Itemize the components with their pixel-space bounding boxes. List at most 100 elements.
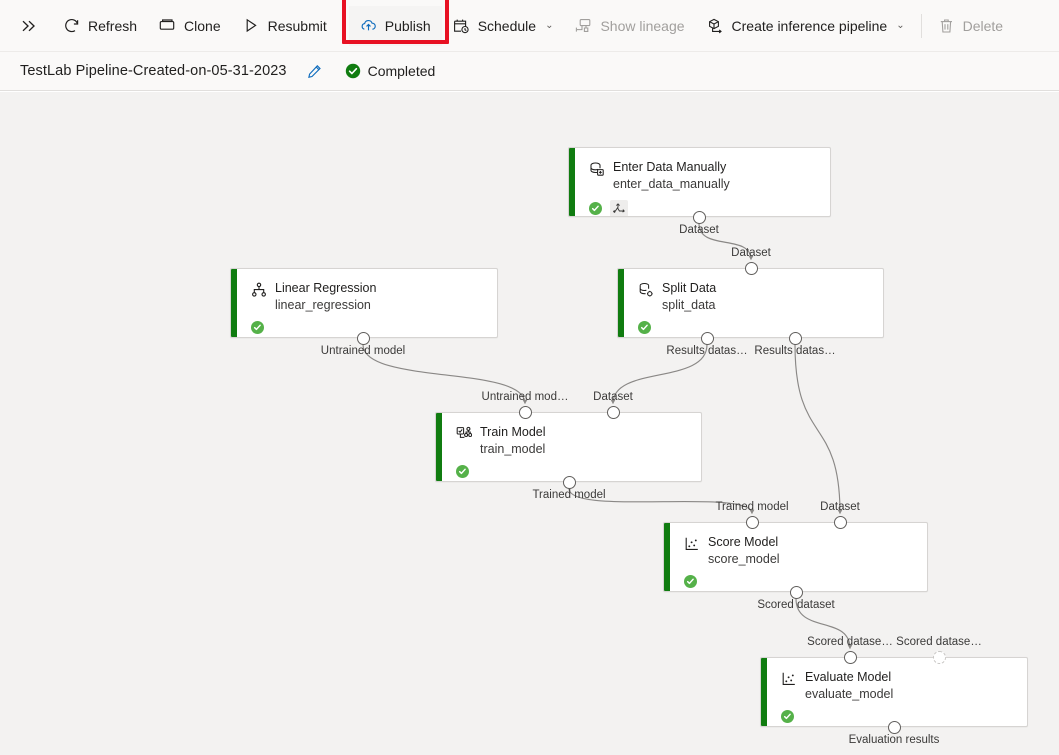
status-badge: Completed [345,63,436,79]
pipeline-node-train-model[interactable]: Train Model train_model [435,412,702,482]
resubmit-button[interactable]: Resubmit [232,6,338,46]
create-inference-pipeline-label: Create inference pipeline [731,17,888,34]
output-port-evaluate-model-0[interactable] [887,720,901,734]
trash-icon [938,17,955,34]
play-icon [243,17,260,34]
node-subtitle: enter_data_manually [613,177,730,191]
node-status-accent-bar [569,148,575,216]
check-circle-icon [345,63,361,79]
node-status-accent-bar [231,269,237,337]
publish-label: Publish [384,17,431,34]
delete-label: Delete [962,17,1004,34]
output-port-split-data-0[interactable] [700,331,714,345]
node-status-row [436,457,701,478]
create-inference-pipeline-button[interactable]: Create inference pipeline ⌄ [696,6,916,46]
calendar-clock-icon [453,17,470,34]
edge-connector[interactable] [568,488,755,515]
refresh-button[interactable]: Refresh [52,6,148,46]
schedule-label: Schedule [477,17,537,34]
input-port-evaluate-model-0[interactable] [843,650,857,664]
toolbar-divider-2 [920,13,922,38]
chevron-down-icon: ⌄ [545,20,554,31]
pipeline-toolbar: Refresh Clone Resubmit Publ [0,0,1059,52]
enter-data-icon [589,161,605,177]
node-header: Split Data split_data [618,269,883,313]
node-status-accent-bar [436,413,442,481]
clone-label: Clone [184,17,221,34]
show-lineage-button[interactable]: Show lineage [564,6,695,46]
train-model-icon [456,426,472,442]
node-subtitle: linear_regression [275,298,371,312]
input-port-split-data-0[interactable] [744,261,758,275]
edge-connector[interactable] [698,223,754,261]
pipeline-header: TestLab Pipeline-Created-on-05-31-2023 C… [0,52,1059,91]
edge-layer [362,223,853,650]
node-subtitle: evaluate_model [805,687,894,701]
check-circle-icon [251,321,264,334]
clone-button[interactable]: Clone [148,6,232,46]
refresh-icon [63,17,80,34]
show-lineage-label: Show lineage [600,17,685,34]
resubmit-label: Resubmit [267,17,327,34]
reuse-icon[interactable] [610,200,628,216]
output-port-train-model-0[interactable] [562,475,576,489]
pipeline-node-linear-regression[interactable]: Linear Regression linear_regression [230,268,498,338]
edge-connector[interactable] [795,598,853,650]
check-circle-icon [684,575,697,588]
output-port-score-model-0[interactable] [789,585,803,599]
edge-connector[interactable] [794,344,843,515]
pencil-icon[interactable] [301,57,329,85]
cloud-upload-icon [360,17,377,34]
output-port-linear-regression-0[interactable] [356,331,370,345]
check-circle-icon [589,202,602,215]
node-title: Linear Regression [275,281,377,295]
publish-button[interactable]: Publish [348,5,442,46]
node-title: Enter Data Manually [613,160,727,174]
pipeline-node-split-data[interactable]: Split Data split_data [617,268,884,338]
input-port-train-model-1[interactable] [606,405,620,419]
node-text-block: Linear Regression linear_regression [275,281,376,313]
scatter-plot-icon [684,536,700,552]
algorithm-tree-icon [251,282,267,298]
output-port-enter-data-manually-0[interactable] [692,210,706,224]
input-port-train-model-0[interactable] [518,405,532,419]
check-circle-icon [781,710,794,723]
double-chevron-right-icon[interactable] [12,9,46,43]
input-port-score-model-1[interactable] [833,515,847,529]
node-title: Split Data [662,281,717,295]
node-header: Linear Regression linear_regression [231,269,497,313]
input-port-score-model-0[interactable] [745,515,759,529]
schedule-button[interactable]: Schedule ⌄ [442,6,565,46]
page-title: TestLab Pipeline-Created-on-05-31-2023 [20,63,287,79]
lineage-icon [575,17,592,34]
publish-button-container: Publish [341,0,449,46]
node-status-row [664,567,927,588]
node-title: Train Model [480,425,546,439]
cube-arrow-icon [707,17,724,34]
check-circle-icon [638,321,651,334]
split-data-icon [638,282,654,298]
check-circle-icon [456,465,469,478]
edge-connector[interactable] [362,344,528,405]
pipeline-node-enter-data-manually[interactable]: Enter Data Manually enter_data_manually [568,147,831,217]
delete-button[interactable]: Delete [927,6,1014,46]
node-status-row [618,313,883,334]
toolbar-divider [342,13,344,38]
scatter-plot-icon [781,671,797,687]
node-subtitle: score_model [708,552,780,566]
node-status-accent-bar [618,269,624,337]
edge-connector[interactable] [610,344,708,405]
node-subtitle: train_model [480,442,546,456]
input-port-evaluate-model-1[interactable] [932,650,946,664]
status-label: Completed [367,63,436,79]
node-status-row [761,702,1027,723]
output-port-split-data-1[interactable] [788,331,802,345]
node-subtitle: split_data [662,298,716,312]
